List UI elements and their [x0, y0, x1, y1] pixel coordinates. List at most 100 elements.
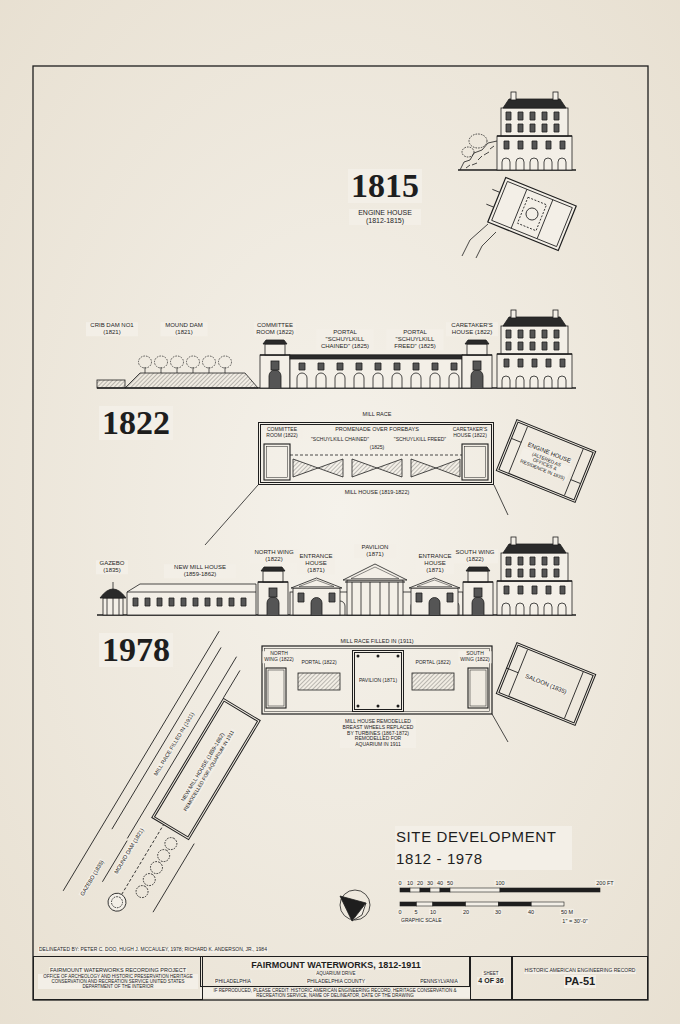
north-arrow: [340, 890, 370, 921]
sheet-border: [33, 66, 648, 1000]
scale-number: 50: [446, 880, 454, 886]
building-label: PORTAL "SCHUYLKILL FREED" (1825): [387, 329, 444, 350]
title-block-cell: SHEET4 OF 36: [470, 956, 512, 1000]
graphic-scale: [450, 888, 500, 892]
new-mill-house-strip: [148, 859, 164, 875]
plan-1822: [411, 459, 436, 477]
plan-1822: [205, 423, 592, 545]
elevation-1978: [352, 582, 398, 615]
elevation-1822: [290, 355, 462, 388]
sheet-title: SITE DEVELOPMENT 1812 - 1978: [395, 826, 572, 870]
box-text: "SCHUYLKILL FREED": [393, 437, 447, 443]
box-text: OFFICE OF ARCHEOLOGY AND HISTORIC PRESER…: [38, 974, 198, 990]
plan-label: SOUTH WING (1822): [459, 651, 492, 663]
box-heading: FAIRMOUNT WATERWORKS, 1812-1911: [250, 960, 422, 970]
title-block-cell: FAIRMOUNT WATERWORKS RECORDING PROJECTOF…: [33, 956, 203, 1000]
elevation-1978: [258, 567, 288, 615]
engine-house-1815: [460, 141, 497, 170]
saloon-plan: SALOON (1835): [496, 642, 597, 726]
engine-house-plan: [480, 175, 576, 251]
plan-1822: [267, 447, 288, 478]
engine-house-plan: [517, 197, 546, 230]
plan-1822: [352, 459, 377, 477]
scale-caption: GRAPHIC SCALE: [400, 918, 443, 924]
new-mill-house-strip: [134, 883, 150, 899]
plan-1978: [266, 668, 286, 708]
plan-1978: [468, 668, 488, 708]
elevation-1822: [260, 340, 290, 388]
scale-number: 20: [416, 880, 424, 886]
elevation-1822: [139, 356, 152, 373]
graphic-scale: [416, 902, 432, 906]
plan-1978: [492, 714, 508, 742]
scale-number: 30: [494, 909, 502, 915]
elevation-1822: [171, 356, 184, 373]
scale-number: 40: [527, 909, 535, 915]
building-label: PAVILION (1871): [354, 544, 396, 558]
box-text: "SCHUYLKILL CHAINED": [310, 437, 370, 443]
building-label: PORTAL "SCHUYLKILL CHAINED" (1825): [317, 329, 374, 350]
plan-1822: [293, 459, 318, 477]
box-heading: SHEET: [482, 971, 499, 976]
new-mill-house-strip: [155, 847, 171, 863]
box-heading: HISTORIC AMERICAN ENGINEERING RECORD: [524, 968, 637, 974]
plan-note: MILL HOUSE REMODELLED BREAST WHEELS REPL…: [340, 719, 416, 748]
graphic-scale: [410, 888, 420, 892]
plan-label: PORTAL (1822): [414, 660, 451, 666]
title-block-cell: HISTORIC AMERICAN ENGINEERING RECORDPA-5…: [512, 956, 648, 1000]
title-block-cell: FAIRMOUNT WATERWORKS, 1812-1911AQUARIUM …: [200, 956, 470, 987]
plan-label: CARETAKER'S HOUSE (1822): [448, 427, 492, 439]
box-heading: PROMENADE OVER FOREBAYS: [334, 426, 420, 432]
elevation-1978: [497, 537, 572, 615]
elevation-1822: [462, 340, 492, 388]
plan-label: COMMITTEE ROOM (1822): [261, 427, 303, 439]
north-arrow: [340, 896, 366, 921]
plan-label: MILL RACE FILLED IN (1911): [339, 638, 414, 644]
engine-house-plan: [524, 206, 540, 222]
column-dots: [377, 705, 380, 708]
box-text: AQUARIUM DRIVE: [315, 971, 356, 976]
credit-note: IF REPRODUCED, PLEASE CREDIT: HISTORIC A…: [200, 988, 470, 998]
scale-number: 0: [397, 880, 402, 886]
plan-1822: [462, 444, 488, 480]
new-mill-house-strip: [105, 890, 130, 915]
scale-number: 5: [413, 909, 418, 915]
scale-number: 100: [494, 880, 505, 886]
building-label: CARETAKER'S HOUSE (1822): [446, 322, 498, 336]
box-text: PENNSYLVANIA: [419, 979, 459, 985]
plan-label: MILL HOUSE (1819-1822): [344, 489, 411, 495]
plan-1978: [298, 673, 340, 690]
graphic-scale: [440, 888, 450, 892]
year-heading: 1822: [99, 406, 173, 440]
elevation-1978: [409, 578, 460, 615]
elevation-1978: [347, 580, 403, 615]
elevation-1822: [497, 310, 572, 388]
elevation-1978: [343, 564, 407, 580]
elevation-1978: [97, 537, 576, 615]
engine-house-plan: [511, 189, 527, 228]
engine-house-1815: [458, 92, 576, 258]
plan-1822: [377, 459, 402, 477]
new-mill-house-strip: [109, 895, 124, 910]
plan-label: MILL RACE FILLED IN (1911): [152, 710, 196, 778]
box-text: (1825): [369, 445, 385, 451]
new-mill-house-strip: [153, 844, 194, 913]
box-text: PHILADELPHIA COUNTY: [306, 979, 366, 985]
elevation-1822: [97, 310, 576, 388]
elevation-1978: [103, 598, 123, 615]
graphic-scale: [430, 888, 440, 892]
drawing: [33, 66, 648, 1000]
building-label: MOUND DAM (1821): [161, 322, 208, 336]
engine-house-plan-walls: [500, 423, 593, 499]
saloon-plan-walls: [497, 645, 583, 719]
plan-1978: [262, 646, 492, 714]
column-dots: [357, 655, 400, 708]
graphic-scale: [400, 888, 600, 906]
engine-house-plan: ENGINE HOUSE(ALTERED AS OFFICES & RESIDE…: [496, 419, 597, 503]
elevation-1978: [113, 582, 114, 589]
elevation-1822: [290, 355, 462, 359]
box-heading: FAIRMOUNT WATERWORKS RECORDING PROJECT: [49, 967, 187, 973]
graphic-scale: [500, 888, 600, 892]
box-heading: NEW MILL HOUSE (1859-1862): [180, 731, 227, 804]
